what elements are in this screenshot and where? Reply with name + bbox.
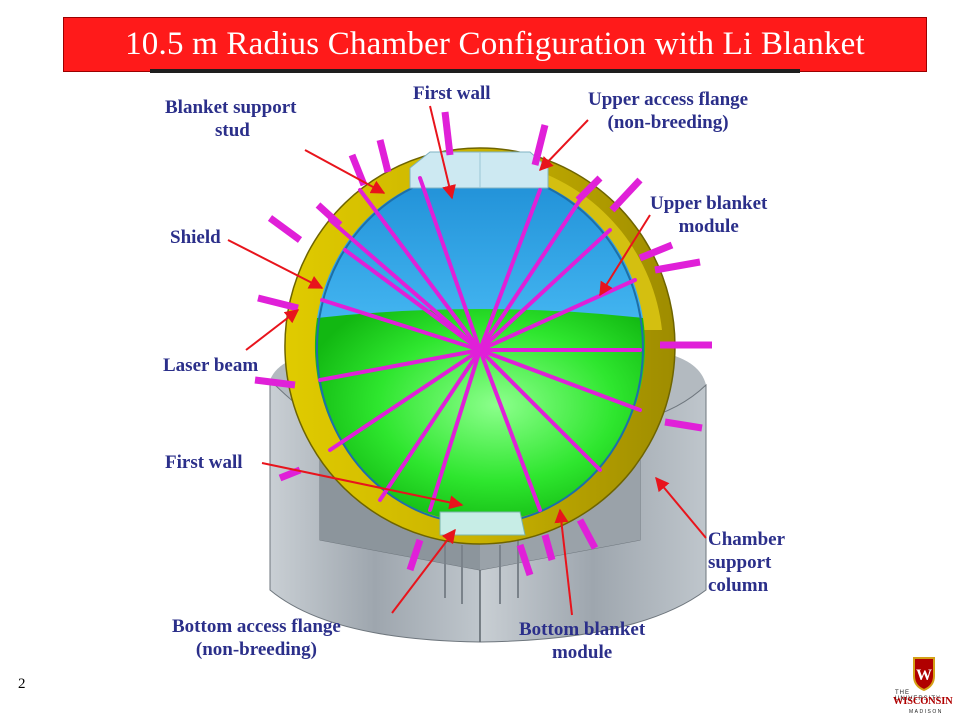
label-line: module xyxy=(551,642,613,663)
laser-beams-inner xyxy=(318,176,642,512)
slide-number: 2 xyxy=(18,676,26,692)
label-bottom-access-flange: Bottom access flange (non-breeding) xyxy=(172,615,341,661)
logo-line-3: MADISON xyxy=(909,709,943,715)
logo-line-2: WISCONSIN xyxy=(893,696,953,707)
university-logo: W THE UNIVERSITY WISCONSIN MADISON xyxy=(893,656,955,716)
label-line: support xyxy=(708,552,772,573)
label-laser-beam: Laser beam xyxy=(163,355,259,376)
label-upper-blanket-module: Upper blanket module xyxy=(650,192,767,238)
label-upper-access-flange: Upper access flange (non-breeding) xyxy=(588,88,748,134)
label-blanket-support-stud: Blanket support stud xyxy=(165,96,296,142)
label-first-wall-bottom: First wall xyxy=(165,452,243,473)
label-first-wall-top: First wall xyxy=(413,83,491,104)
title-underline xyxy=(150,69,800,73)
label-line: column xyxy=(708,575,769,596)
label-line: Bottom blanket xyxy=(519,619,646,640)
blanket-support-studs xyxy=(254,111,712,577)
label-line: module xyxy=(678,216,739,237)
logo-line-1: THE UNIVERSITY xyxy=(895,690,942,702)
label-line: Upper access flange xyxy=(588,89,749,110)
label-line: Upper blanket xyxy=(650,193,768,214)
label-line: Chamber xyxy=(708,529,786,550)
label-line: (non-breeding) xyxy=(195,639,317,660)
label-line: Bottom access flange xyxy=(172,616,341,637)
callout-arrows xyxy=(227,105,707,616)
crest-letter: W xyxy=(916,667,932,684)
label-line: stud xyxy=(215,120,250,141)
label-chamber-support-column: Chamber support column xyxy=(708,528,785,597)
label-line: Blanket support xyxy=(165,97,297,118)
slide-title: 10.5 m Radius Chamber Configuration with… xyxy=(125,26,865,62)
label-bottom-blanket-module: Bottom blanket module xyxy=(519,618,645,664)
label-line: (non-breeding) xyxy=(607,112,729,133)
title-banner: 10.5 m Radius Chamber Configuration with… xyxy=(63,17,927,72)
label-shield: Shield xyxy=(170,227,221,248)
crest-icon: W xyxy=(913,657,935,692)
